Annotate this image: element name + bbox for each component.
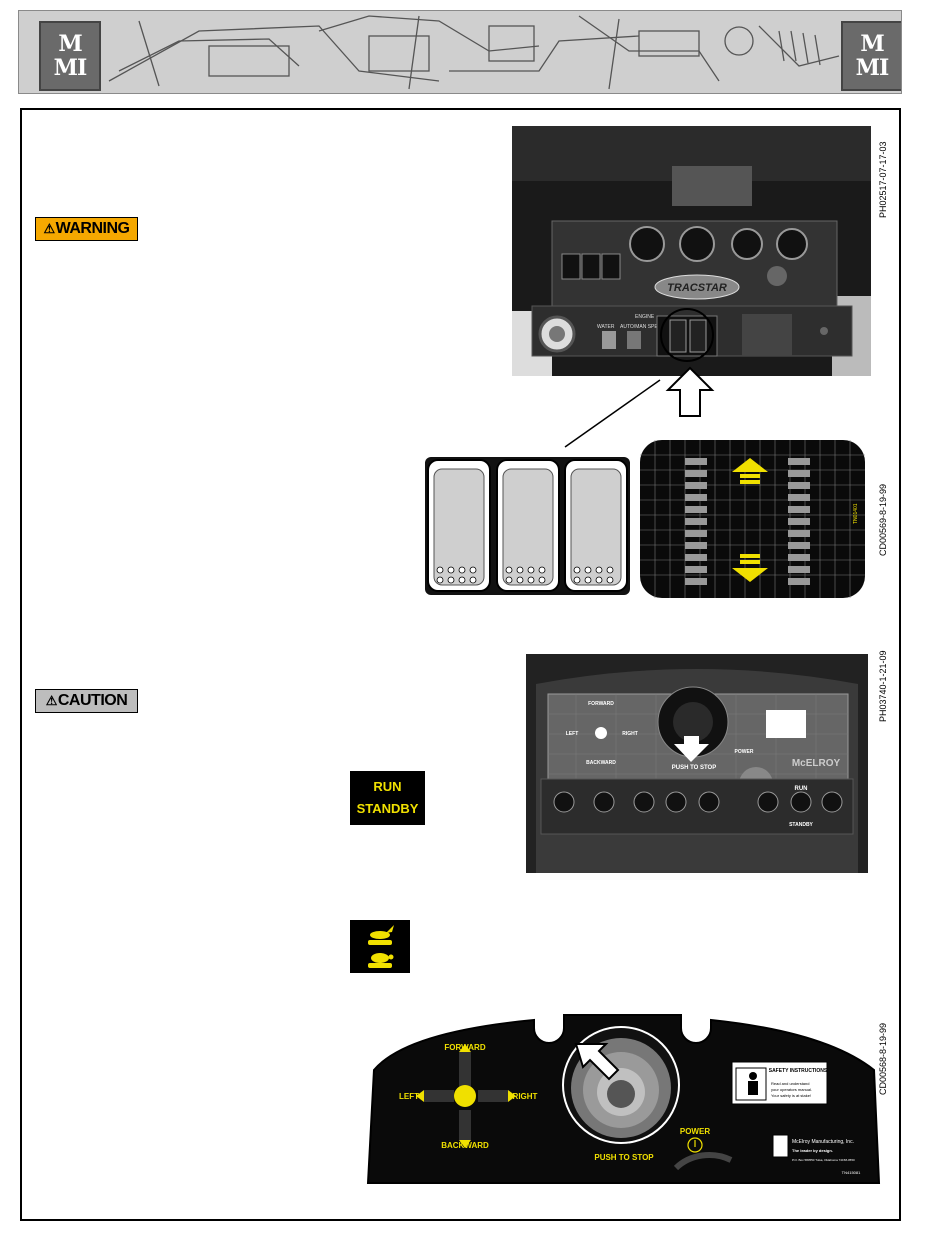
run-text: RUN (373, 779, 402, 794)
remote-run-label: RUN (795, 786, 808, 792)
safety-line1: Read and understand (771, 1081, 809, 1086)
track-direction-decal: TN01401 (640, 440, 865, 598)
drawing-address: P.O. Box 580550 Tulsa, Oklahoma 74158-05… (792, 1158, 855, 1162)
mmi-logo-left: M MI (39, 21, 101, 91)
rocker-switch-2 (496, 459, 560, 592)
remote-up-arrow-icon (674, 736, 709, 762)
run-standby-decal: RUN STANDBY (350, 771, 425, 825)
remote-brand-label: McELROY (792, 758, 841, 769)
drawing-forward-label: FORWARD (444, 1043, 485, 1052)
rocker-switch-drawing (425, 457, 630, 595)
safety-title: SAFETY INSTRUCTIONS (769, 1068, 828, 1074)
remote-push-to-stop-label: PUSH TO STOP (672, 765, 716, 771)
header-banner: M MI M MI (18, 10, 902, 94)
page-frame (20, 108, 901, 1221)
control-panel-illustration: TRACSTAR WATER AUTO/MAN SPEED ENGINE (512, 126, 871, 376)
callout-graphics (564, 366, 715, 448)
tracstar-logo-text: TRACSTAR (667, 282, 727, 294)
turtle-speed-icon (368, 953, 394, 968)
forward-arrow-icon (732, 458, 768, 472)
logo-left-line1: M (58, 31, 82, 57)
drawing-tagline: The leader by design. (792, 1148, 833, 1153)
drawing-company: McElroy Manufacturing, Inc. (792, 1139, 854, 1145)
remote-control-photo: FORWARD BACKWARD LEFT RIGHT PUSH TO STOP… (526, 654, 868, 873)
remote-forward-label: FORWARD (588, 701, 614, 707)
speed-decal (350, 920, 410, 973)
remote-control-illustration: FORWARD BACKWARD LEFT RIGHT PUSH TO STOP… (526, 654, 868, 873)
operator-manual-icon (749, 1072, 757, 1080)
caution-text: CAUTION (57, 692, 128, 709)
drawing-push-to-stop-label: PUSH TO STOP (594, 1153, 654, 1162)
remote-decal-drawing: FORWARD BACKWARD LEFT RIGHT PUSH TO STOP… (366, 1014, 881, 1184)
rocker-switch-3 (564, 459, 628, 592)
callout-line (564, 379, 661, 448)
remote-power-label: POWER (735, 749, 754, 755)
mmi-logo-right: M MI (841, 21, 901, 91)
warning-triangle-icon: ⚠ (43, 221, 56, 236)
drawing-cross-arrows (424, 1052, 508, 1140)
drawing-backward-label: BACKWARD (441, 1141, 489, 1150)
safety-line3: Your safety is at stake! (771, 1093, 811, 1098)
water-label: WATER (597, 324, 615, 330)
drawing-left-label: LEFT (399, 1092, 419, 1101)
drawing-joystick-arrow-icon (574, 1043, 620, 1081)
caution-label: ⚠ CAUTION (35, 689, 138, 713)
photo-id-remote: PH03740-1-21-09 (878, 650, 888, 722)
logo-left-line2: MI (53, 55, 88, 81)
photo-id-switch: CD00569-8-19-99 (878, 483, 888, 556)
logo-right-line1: M (860, 31, 884, 57)
remote-standby-label: STANDBY (789, 822, 813, 828)
engine-label: ENGINE (635, 314, 655, 320)
drawing-right-label: RIGHT (513, 1092, 538, 1101)
switch-decal-code: TN01401 (853, 503, 859, 524)
auto-speed-label: AUTO/MAN SPEED (620, 324, 665, 330)
remote-right-label: RIGHT (622, 731, 638, 737)
warning-label: ⚠ WARNING (35, 217, 138, 241)
drawing-part-no: TN415081 (842, 1170, 861, 1175)
warning-text: WARNING (55, 220, 130, 237)
drawing-center-dot-icon (454, 1085, 476, 1107)
rabbit-speed-icon (368, 925, 394, 945)
logo-right-line2: MI (855, 55, 890, 81)
remote-backward-label: BACKWARD (586, 760, 616, 766)
right-track-icon (788, 458, 810, 585)
remote-left-label: LEFT (566, 731, 579, 737)
standby-text: STANDBY (356, 801, 419, 816)
safety-line2: your operators manual. (771, 1087, 812, 1092)
left-track-icon (685, 458, 707, 585)
photo-id-remote-drawing: CD00568-8-19-99 (878, 1022, 888, 1095)
mmi-small-logo-icon (772, 1134, 789, 1158)
rocker-switch-1 (427, 459, 491, 592)
caution-triangle-icon: ⚠ (45, 693, 58, 708)
drawing-power-label: POWER (680, 1127, 710, 1136)
outline-up-arrow-icon (665, 366, 715, 417)
backward-arrow-icon (732, 568, 768, 582)
header-machine-sketch (108, 15, 840, 90)
power-icon (687, 1137, 703, 1153)
control-panel-photo: TRACSTAR WATER AUTO/MAN SPEED ENGINE (512, 126, 871, 376)
